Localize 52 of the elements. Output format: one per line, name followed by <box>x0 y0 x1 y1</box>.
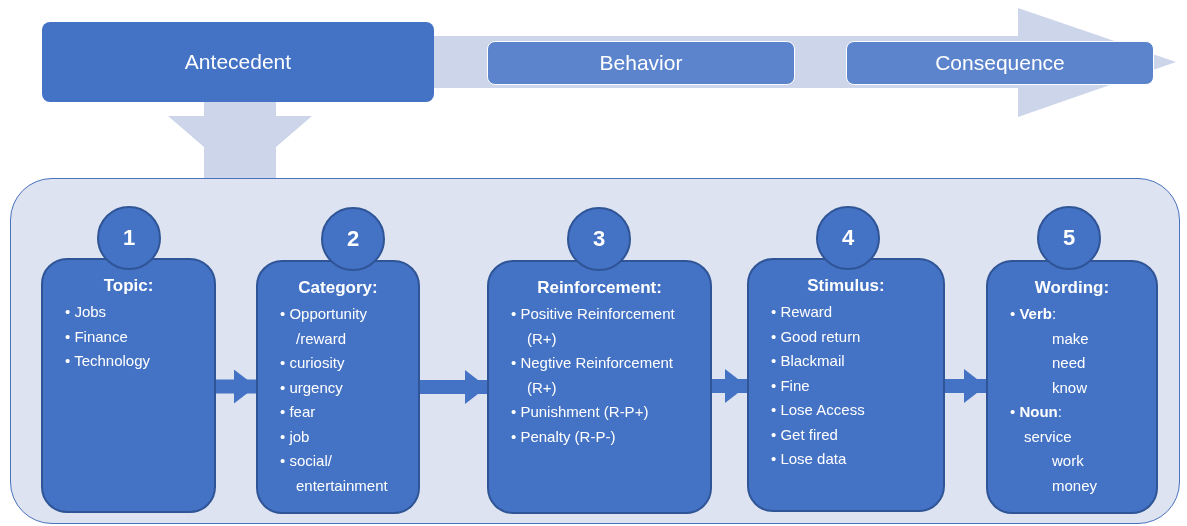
arrow <box>216 369 256 404</box>
card-heading: Reinforcement: <box>537 278 662 298</box>
list-item: • Penalty (R-P-) <box>511 426 617 447</box>
card-heading: Wording: <box>1034 278 1110 298</box>
step-card <box>747 258 945 512</box>
list-item: • fear <box>280 402 317 422</box>
list-item: • Negtive Reinforcement (R+) <box>511 353 674 398</box>
list-item: • Get fired <box>771 424 839 445</box>
list-item: • job <box>280 426 311 447</box>
list-item: know <box>1051 377 1089 398</box>
list-item: • curiosity <box>280 353 346 373</box>
list-item: • Fine <box>771 375 811 396</box>
list-item: • Noun: <box>1010 402 1063 422</box>
step-number-circle: 3 <box>567 207 631 271</box>
stage-box: Antecedent <box>42 22 434 102</box>
container-panel <box>10 178 1180 524</box>
list-item: • urgency <box>280 377 344 398</box>
list-item: • social/ entertainment <box>280 451 389 496</box>
arrow <box>420 370 487 404</box>
card-heading: Stimulus: <box>807 276 885 296</box>
step-number-circle: 5 <box>1037 206 1101 270</box>
card-heading: Topic: <box>103 276 154 296</box>
list-item: • Finance <box>65 326 129 347</box>
list-item: need <box>1051 353 1087 373</box>
list-item: • Blackmail <box>771 351 846 371</box>
step-card <box>41 258 216 513</box>
list-item: • Jobs <box>65 302 108 322</box>
list-item: • Good return <box>771 326 862 347</box>
list-item: • Opportunity /reward <box>280 304 368 349</box>
list-item: • Lose data <box>771 449 848 469</box>
list-item: make <box>1051 328 1090 349</box>
list-item: service <box>1023 426 1073 447</box>
step-card <box>487 260 712 514</box>
list-item: • Technology <box>65 351 152 371</box>
stage-box: Consequence <box>846 41 1154 85</box>
arrow <box>945 369 986 403</box>
step-card <box>986 260 1158 514</box>
list-item: • Punishment (R-P+) <box>511 402 650 422</box>
list-item: • Positive Reinforcement (R+) <box>511 304 676 349</box>
list-item: money <box>1051 475 1099 496</box>
step-number-circle: 4 <box>816 206 880 270</box>
stage-box: Behavior <box>487 41 795 85</box>
list-item: • Verb: <box>1010 304 1058 324</box>
card-heading: Category: <box>298 278 378 298</box>
list-item: • Lose Access <box>771 400 866 420</box>
list-item: • Reward <box>771 302 834 322</box>
step-number-circle: 1 <box>97 206 161 270</box>
arrow <box>168 102 312 178</box>
list-item: work <box>1051 451 1085 471</box>
arrow <box>712 369 747 403</box>
step-card <box>256 260 420 514</box>
step-number-circle: 2 <box>321 207 385 271</box>
